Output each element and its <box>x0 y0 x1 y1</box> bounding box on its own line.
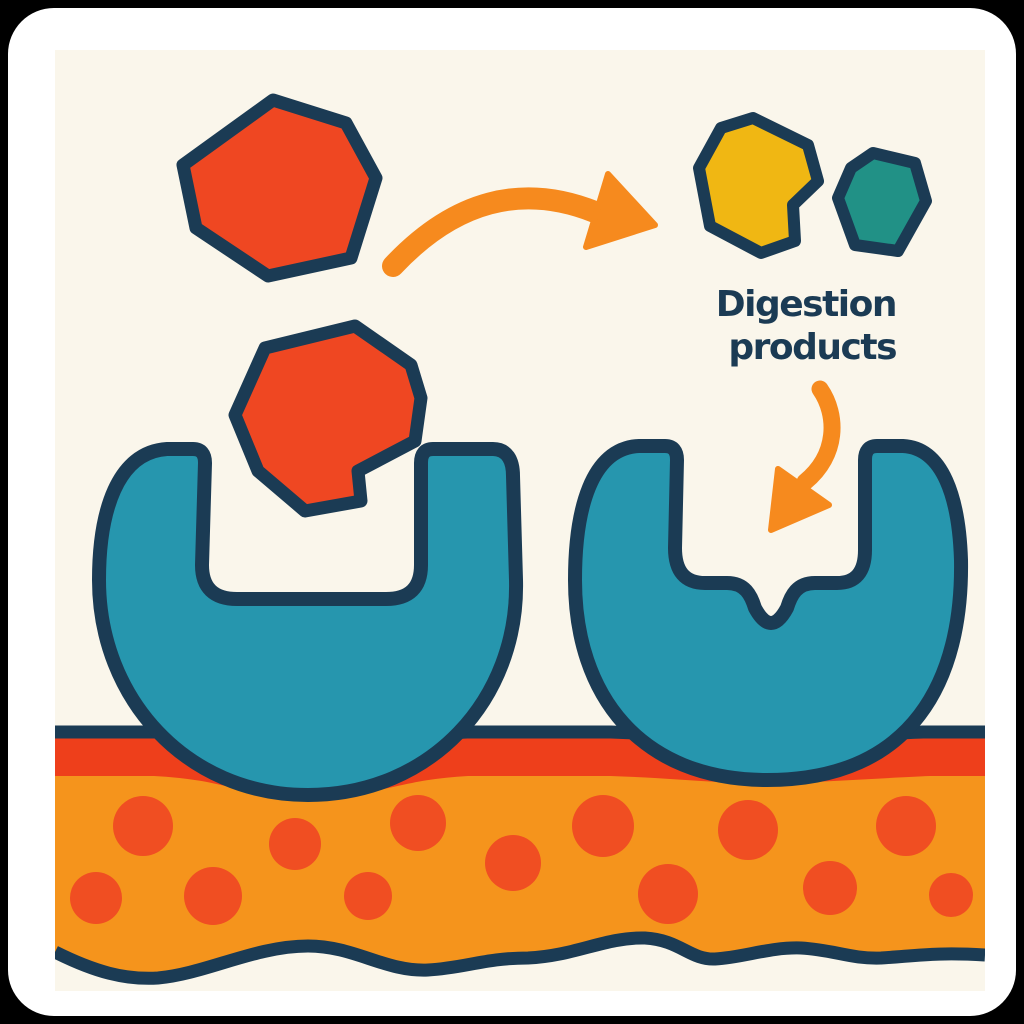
enzyme-left <box>92 442 524 802</box>
membrane-dot <box>803 861 857 915</box>
membrane-dot <box>269 818 321 870</box>
product-teal <box>832 147 932 257</box>
membrane-dot <box>113 796 173 856</box>
arrow-down-head <box>768 466 832 533</box>
membrane-dot <box>929 873 973 917</box>
curved-arrow-right-icon <box>382 171 658 277</box>
membrane-dot <box>344 872 392 920</box>
membrane-dot <box>184 867 242 925</box>
arrow-right-head <box>583 171 658 250</box>
digestion-diagram: Digestion products <box>55 93 985 991</box>
product-yellow <box>693 112 824 259</box>
substrate-polygon-bound <box>228 319 428 518</box>
enzyme-right <box>568 439 969 787</box>
membrane-dot <box>390 795 446 851</box>
arrow-down-tail <box>796 380 841 491</box>
membrane-dot <box>876 796 936 856</box>
membrane-dot <box>718 800 778 860</box>
substrate-polygon-top <box>176 93 383 283</box>
membrane-wave-line <box>55 931 985 985</box>
membrane-dots <box>70 795 973 925</box>
caption-line-2: products <box>728 327 896 368</box>
membrane-dot <box>70 872 122 924</box>
caption-line-1: Digestion <box>716 284 896 325</box>
membrane-dot <box>485 835 541 891</box>
arrow-right-tail <box>382 187 606 277</box>
illustration-canvas: Digestion products <box>55 50 985 991</box>
curved-arrow-down-icon <box>768 380 841 533</box>
membrane-dot <box>572 795 634 857</box>
illustration-card: Digestion products <box>8 8 1016 1016</box>
membrane-dot <box>638 864 698 924</box>
